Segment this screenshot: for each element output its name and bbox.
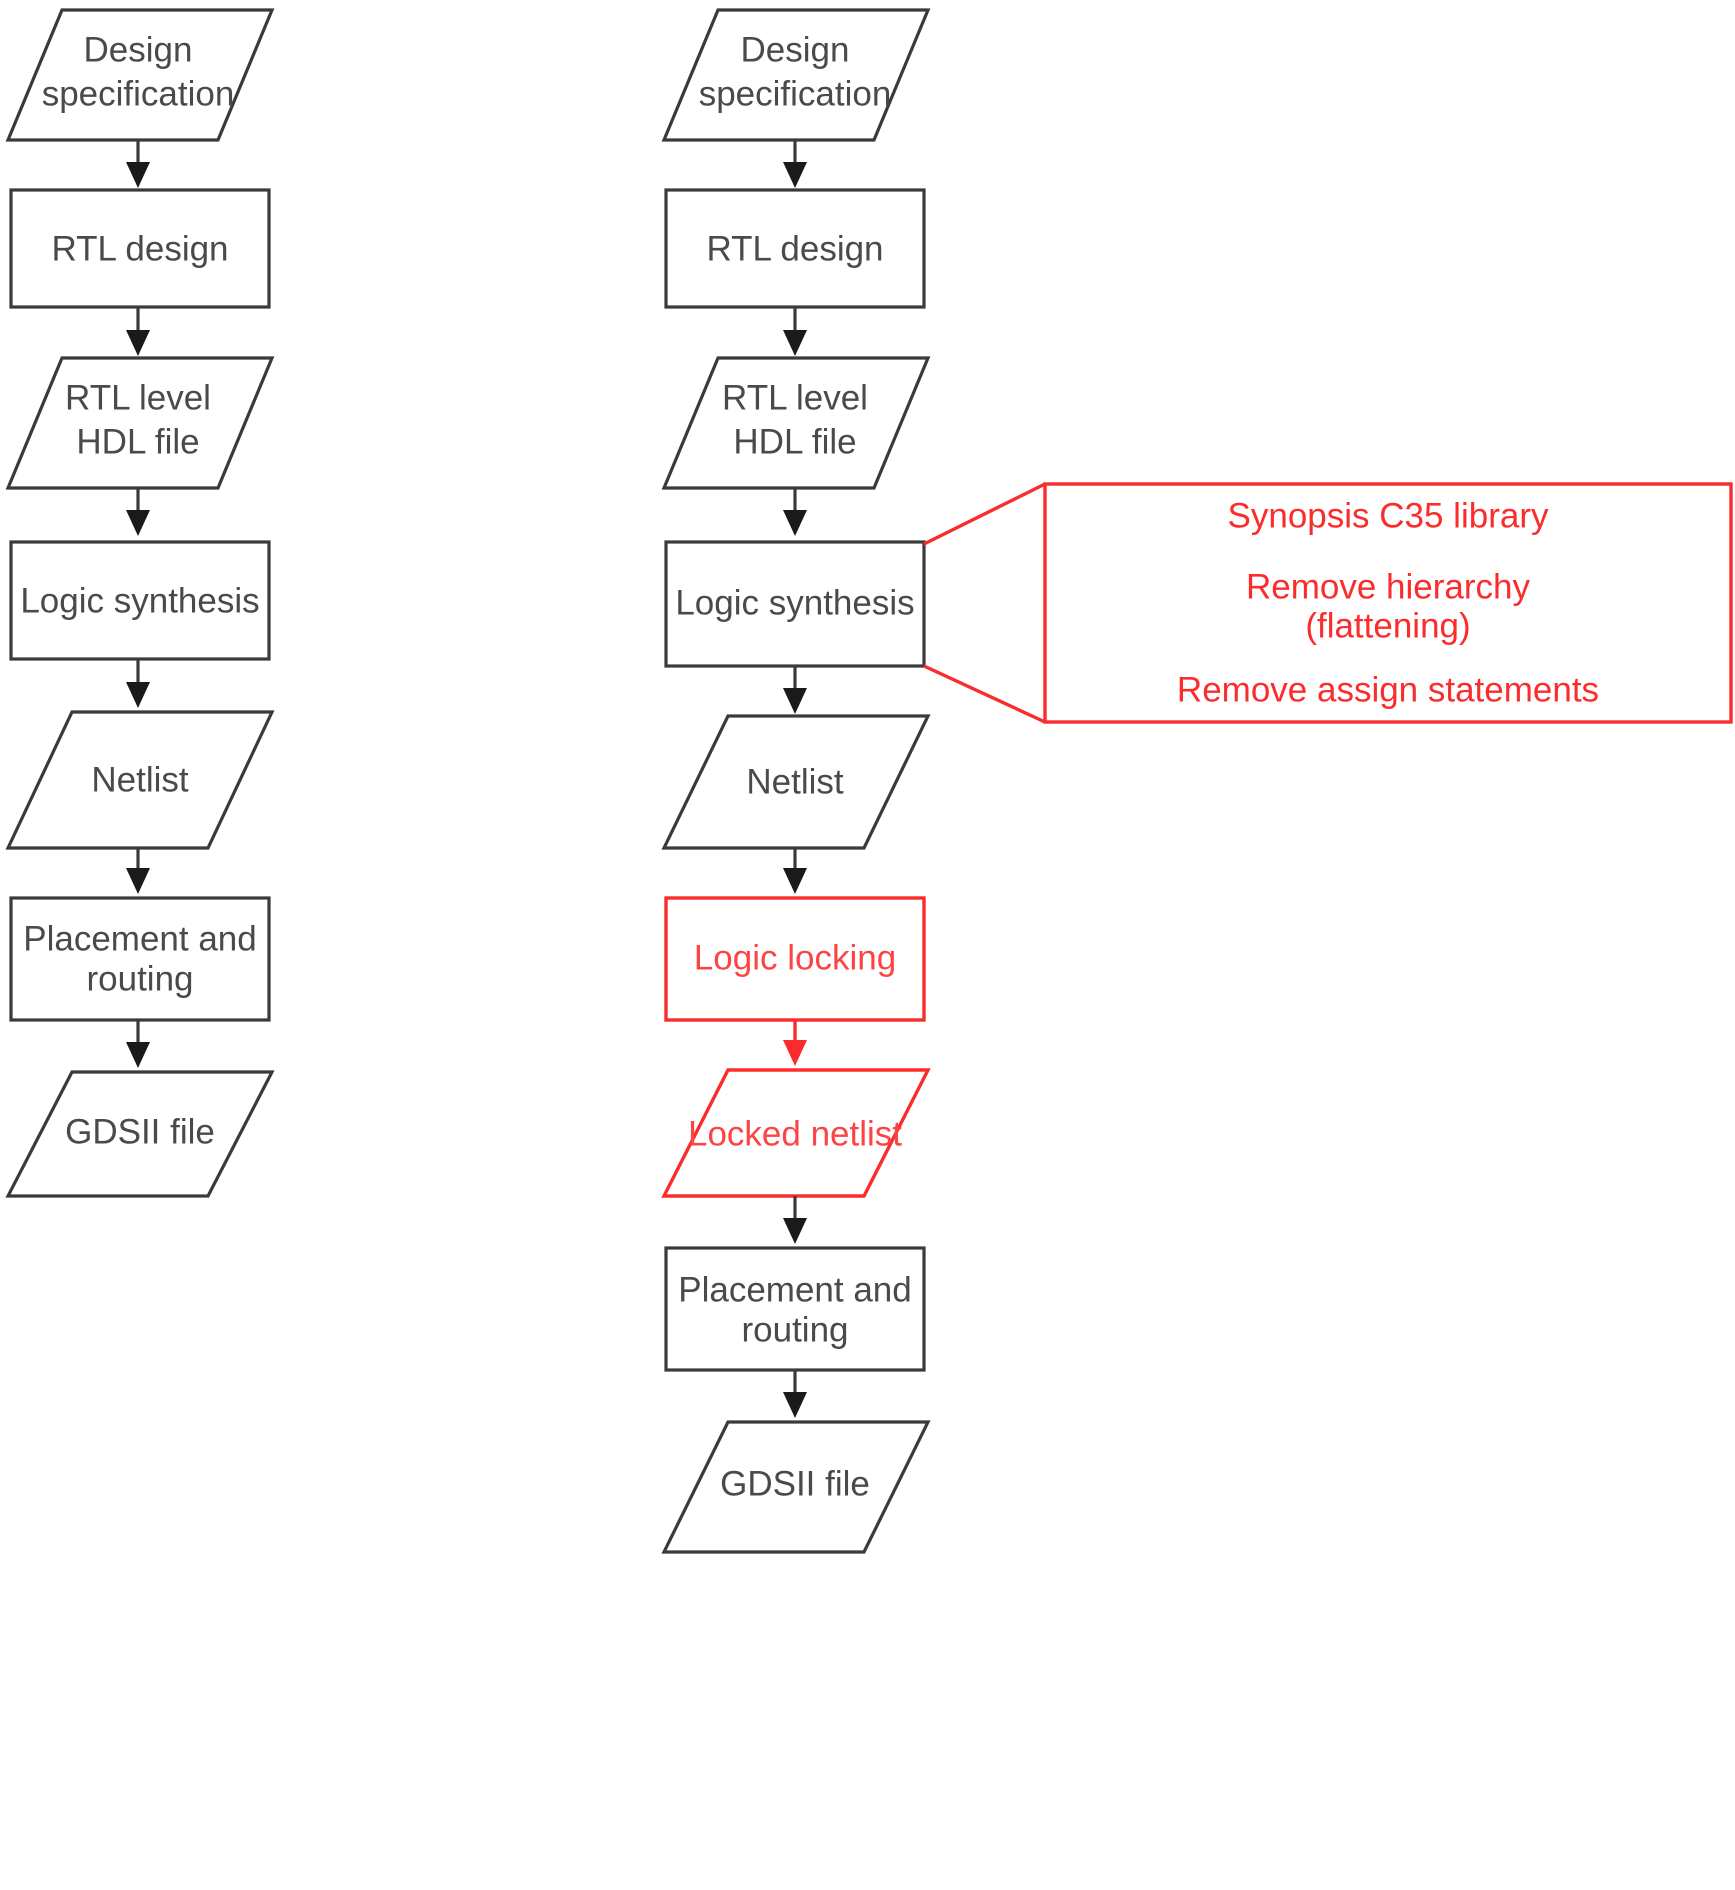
connector-arrow (126, 140, 150, 188)
node-label-line: Design (741, 30, 850, 69)
connector-arrow (783, 307, 807, 356)
node-label-line: Netlist (746, 762, 844, 801)
node-netlist-left[interactable]: Netlist (5, 710, 275, 850)
node-gdsii-file-left[interactable]: GDSII file (5, 1070, 275, 1198)
node-gdsii-file-right[interactable]: GDSII file (661, 1420, 931, 1554)
node-design-specification-left[interactable]: Design specification (5, 8, 275, 142)
node-label-line: RTL design (706, 229, 883, 268)
node-logic-synthesis-left[interactable]: Logic synthesis (9, 540, 271, 661)
flow-standard: Design specification RTL design RTL leve… (5, 8, 275, 1198)
node-label-line: GDSII file (65, 1112, 215, 1151)
connector-arrow (783, 1196, 807, 1244)
node-netlist-right[interactable]: Netlist (661, 714, 931, 850)
callout-line: Remove hierarchy (1246, 567, 1530, 606)
node-label-line: RTL level (722, 378, 868, 417)
node-label-line: specification (699, 74, 892, 113)
node-label-line: specification (42, 74, 235, 113)
node-rtl-level-hdl-file-left[interactable]: RTL level HDL file (5, 356, 275, 490)
connector-arrow (783, 1370, 807, 1418)
node-label-line: GDSII file (720, 1464, 870, 1503)
node-label-line: RTL level (65, 378, 211, 417)
connector-arrow (126, 848, 150, 894)
node-label-line: Locked netlist (688, 1114, 902, 1153)
connector-arrow (783, 848, 807, 894)
node-logic-locking[interactable]: Logic locking (664, 896, 926, 1022)
node-label-line: routing (741, 1310, 848, 1349)
logic-synthesis-callout[interactable]: Synopsis C35 library Remove hierarchy (f… (923, 482, 1733, 724)
connector-arrow (126, 1020, 150, 1068)
callout-line: Synopsis C35 library (1228, 496, 1549, 535)
node-rtl-design-left[interactable]: RTL design (9, 188, 271, 309)
node-label-line: HDL file (76, 422, 199, 461)
connector-arrow (783, 666, 807, 714)
node-design-specification-right[interactable]: Design specification (661, 8, 931, 142)
connector-arrow-red (783, 1020, 807, 1066)
callout-line: Remove assign statements (1177, 670, 1599, 709)
connector-arrow (126, 488, 150, 536)
node-logic-synthesis-right[interactable]: Logic synthesis (664, 540, 926, 668)
node-placement-and-routing-right[interactable]: Placement and routing (664, 1246, 926, 1372)
node-label-line: Logic synthesis (675, 583, 914, 622)
node-label-line: Placement and (678, 1270, 911, 1309)
node-label-line: HDL file (733, 422, 856, 461)
node-rtl-design-right[interactable]: RTL design (664, 188, 926, 309)
node-label-line: Logic locking (694, 938, 896, 977)
node-label-line: routing (86, 959, 193, 998)
flow-locked: Design specification RTL design RTL leve… (661, 8, 931, 1554)
connector-arrow (783, 488, 807, 536)
node-locked-netlist[interactable]: Locked netlist (661, 1068, 931, 1198)
node-rtl-level-hdl-file-right[interactable]: RTL level HDL file (661, 356, 931, 490)
connector-arrow (783, 140, 807, 188)
connector-arrow (126, 307, 150, 356)
connector-arrow (126, 659, 150, 708)
node-label-line: Logic synthesis (20, 581, 259, 620)
node-label-line: Netlist (91, 760, 189, 799)
node-label-line: Design (84, 30, 193, 69)
node-placement-and-routing-left[interactable]: Placement and routing (9, 896, 271, 1022)
node-label-line: Placement and (23, 919, 256, 958)
node-label-line: RTL design (51, 229, 228, 268)
callout-line: (flattening) (1305, 606, 1470, 645)
